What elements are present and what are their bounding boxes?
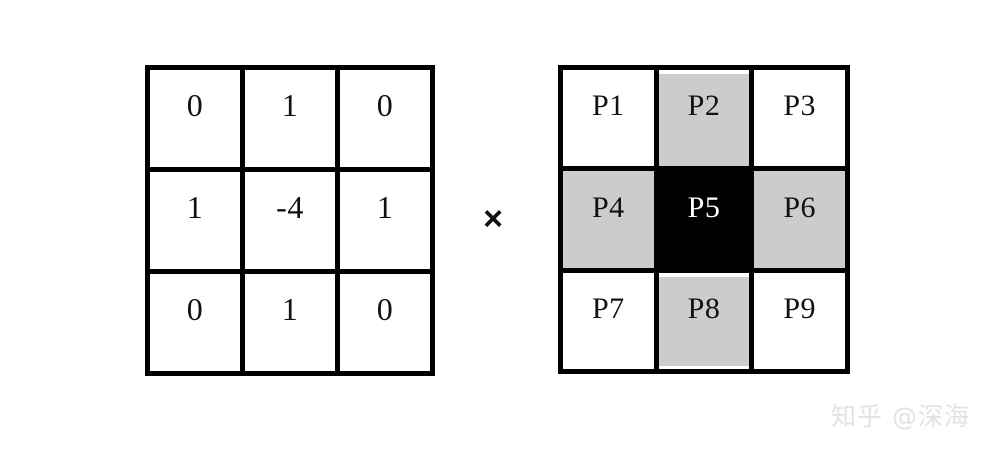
kernel-cell-label: 0 (376, 87, 394, 124)
laplacian-kernel-matrix: 0 1 0 1 -4 1 0 1 0 (145, 65, 435, 376)
pixel-neighbourhood-matrix: P1 P2 P3 P4 P5 P6 P7 P8 P9 (558, 65, 850, 374)
kernel-cell-label: 0 (186, 87, 204, 124)
pixel-cell-p9: P9 (754, 272, 845, 369)
pixel-cell-p5: P5 (658, 171, 750, 268)
kernel-cell-r2c2: 0 (340, 274, 430, 371)
pixel-cell-label: P2 (687, 89, 721, 123)
kernel-cell-label: 1 (376, 189, 394, 226)
pixel-cell-label: P5 (687, 190, 721, 224)
pixel-cell-label: P7 (591, 291, 625, 325)
kernel-cell-r0c1: 1 (245, 70, 335, 167)
pixel-cell-p3: P3 (754, 70, 845, 167)
pixel-cell-label: P4 (591, 190, 625, 224)
pixel-cell-label: P9 (783, 291, 816, 325)
pixel-cell-label: P6 (783, 190, 816, 224)
pixel-cell-p1: P1 (563, 70, 654, 167)
kernel-cell-r1c2: 1 (340, 172, 430, 269)
pixel-cell-p8: P8 (658, 272, 750, 369)
watermark: 知乎 @深海 (831, 402, 970, 431)
kernel-cell-r0c0: 0 (150, 70, 240, 167)
kernel-cell-r1c0: 1 (150, 172, 240, 269)
kernel-cell-label: 1 (281, 87, 299, 124)
kernel-cell-label: 0 (186, 291, 204, 328)
kernel-cell-r2c0: 0 (150, 274, 240, 371)
pixel-cell-p2: P2 (658, 70, 750, 167)
kernel-cell-r1c1: -4 (245, 172, 335, 269)
pixel-cell-label: P3 (783, 89, 816, 123)
pixel-cell-p6: P6 (754, 171, 845, 268)
kernel-cell-r0c2: 0 (340, 70, 430, 167)
pixel-cell-label: P1 (591, 89, 625, 123)
pixel-cell-p4: P4 (563, 171, 654, 268)
multiply-icon: × (483, 200, 503, 238)
kernel-cell-label: 1 (281, 291, 299, 328)
pixel-cell-p7: P7 (563, 272, 654, 369)
pixel-cell-label: P8 (687, 291, 721, 325)
kernel-cell-label: -4 (276, 189, 304, 226)
kernel-cell-label: 0 (376, 291, 394, 328)
kernel-cell-label: 1 (186, 189, 204, 226)
kernel-cell-r2c1: 1 (245, 274, 335, 371)
